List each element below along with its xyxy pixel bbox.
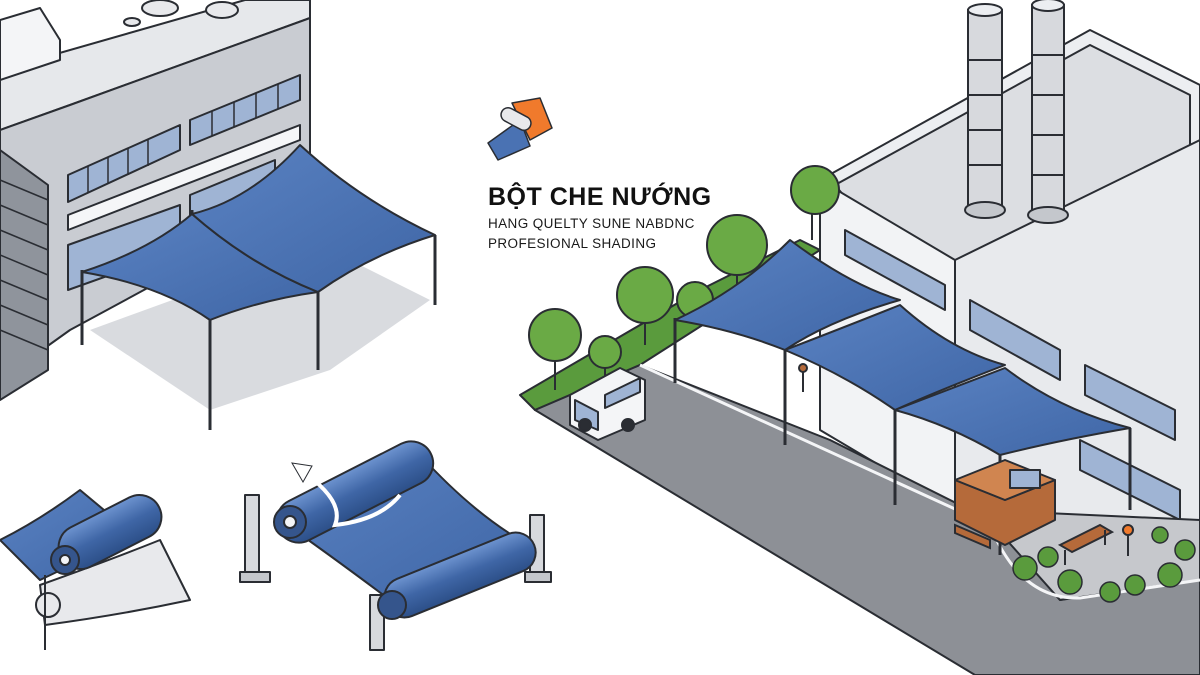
trees xyxy=(528,165,840,390)
unroll-arrow-head xyxy=(291,462,313,484)
fabric-roll-center xyxy=(239,440,552,651)
right-building-chimneys xyxy=(964,0,1069,224)
fabric-roll-left xyxy=(0,489,191,650)
plaza-furniture xyxy=(798,363,1134,565)
brand-subtitle-line2: PROFESIONAL SHADING xyxy=(488,236,656,251)
left-building-mullions xyxy=(87,84,279,193)
brand-logo-icon xyxy=(487,97,553,161)
right-shade-sails xyxy=(674,239,1131,456)
right-sail-3 xyxy=(894,367,1131,456)
unroll-arrow xyxy=(298,468,402,528)
left-canopy-shadow xyxy=(90,250,430,410)
left-building-louvers xyxy=(0,179,49,351)
left-building xyxy=(0,0,311,401)
brand-title: BỘT CHE NƯỚNG xyxy=(488,181,712,211)
right-sail-2 xyxy=(784,304,1006,411)
right-building xyxy=(819,29,1200,536)
van xyxy=(569,367,646,441)
left-sail-2 xyxy=(191,144,436,293)
left-shade-sails xyxy=(81,144,436,321)
bushes xyxy=(1012,526,1196,603)
brand-subtitle-line1: HANG QUELTY SUNE NABDNC xyxy=(488,216,695,231)
kiosk xyxy=(954,459,1056,546)
right-sail-1 xyxy=(674,239,901,351)
